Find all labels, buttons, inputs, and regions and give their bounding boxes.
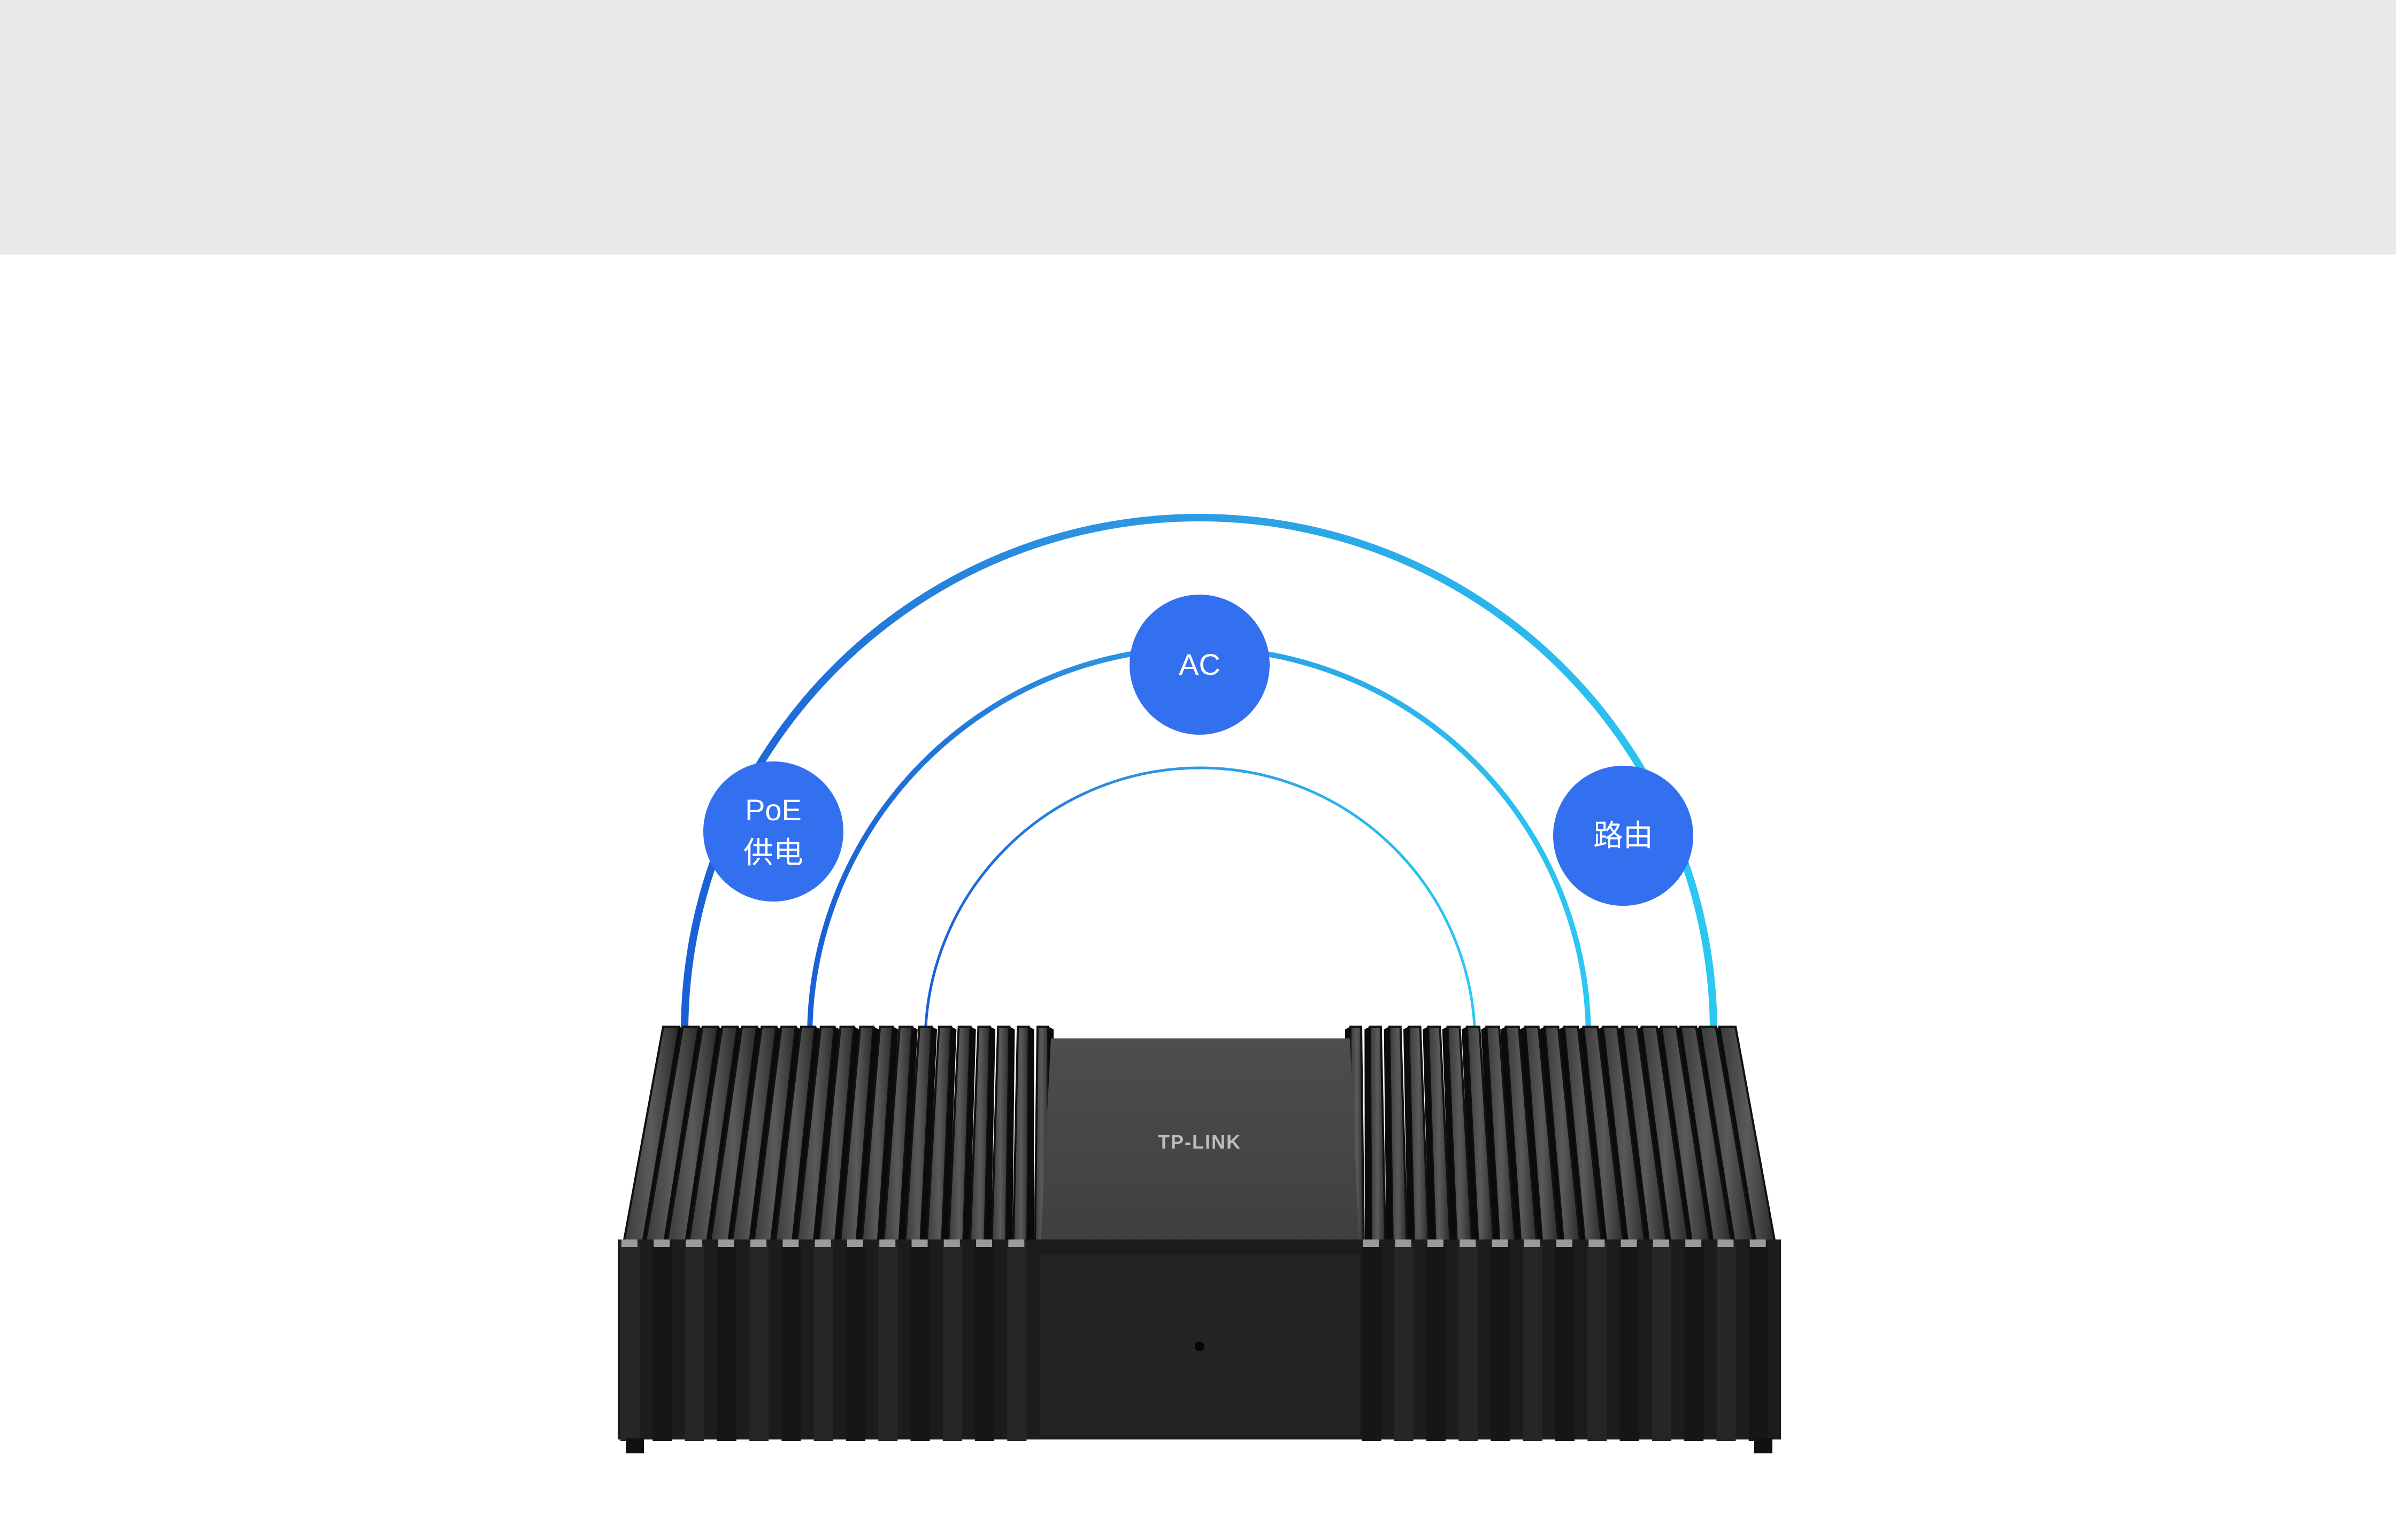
front-ridge-highlight (1363, 1239, 1379, 1247)
front-ridge-highlight (782, 1239, 799, 1247)
front-ridge-highlight (1653, 1239, 1669, 1247)
front-ridge (1458, 1243, 1478, 1441)
front-ridge-highlight (1588, 1239, 1605, 1247)
front-ridge-highlight (976, 1239, 993, 1247)
front-ridge (1362, 1243, 1381, 1441)
fin-left (969, 1026, 996, 1247)
front-ridge-highlight (1395, 1239, 1411, 1247)
badge-poe-line-1: PoE (745, 793, 802, 827)
front-ridge-highlight (654, 1239, 670, 1247)
front-ridge (942, 1243, 962, 1441)
front-ridge-highlight (686, 1239, 702, 1247)
front-ridge-highlight (1008, 1239, 1025, 1247)
front-ridge-highlight (1749, 1239, 1766, 1247)
fin-right (1423, 1026, 1452, 1247)
front-ridge-highlight (1717, 1239, 1734, 1247)
front-ridge-highlight (815, 1239, 831, 1247)
front-ridge (1555, 1243, 1575, 1441)
status-led-icon (1195, 1342, 1204, 1351)
front-ridge (1587, 1243, 1607, 1441)
front-ridge-highlight (879, 1239, 896, 1247)
front-ridge (1748, 1243, 1768, 1441)
front-ridge (1619, 1243, 1639, 1441)
front-ridge (1716, 1243, 1736, 1441)
front-ridge-highlight (1685, 1239, 1702, 1247)
signal-arc-inner (924, 766, 1477, 1043)
front-ridge (620, 1243, 640, 1441)
front-ridge (1394, 1243, 1414, 1441)
device-front-ridges (620, 1239, 1768, 1441)
badge-router: 路由 (1553, 766, 1693, 906)
fin-right (1364, 1026, 1387, 1247)
front-ridge (749, 1243, 769, 1441)
front-ridge-highlight (621, 1239, 638, 1247)
device-top-fins-left (621, 1026, 1055, 1247)
front-ridge (975, 1243, 995, 1441)
front-ridge (846, 1243, 865, 1441)
front-ridge-highlight (1460, 1239, 1476, 1247)
front-ridge (910, 1243, 930, 1441)
fin-left (990, 1026, 1015, 1247)
front-ridge-highlight (1556, 1239, 1573, 1247)
front-ridge (1684, 1243, 1704, 1441)
front-ridge-highlight (1427, 1239, 1443, 1247)
front-ridge-highlight (847, 1239, 863, 1247)
top-gray-band (0, 0, 2396, 255)
device-foot-right (1754, 1438, 1772, 1453)
device-top-panel (1040, 1038, 1360, 1254)
front-ridge (685, 1243, 704, 1441)
badge-poe: PoE 供电 (703, 761, 843, 902)
badge-ac: AC (1130, 595, 1270, 735)
front-ridge (652, 1243, 672, 1441)
brand-logo: TP-LINK (1158, 1131, 1241, 1153)
fin-right (1384, 1026, 1409, 1247)
fin-right (1403, 1026, 1430, 1247)
front-ridge-highlight (750, 1239, 767, 1247)
badge-ac-line-1: AC (1179, 648, 1220, 681)
front-ridge (1007, 1243, 1027, 1441)
front-ridge-highlight (1492, 1239, 1508, 1247)
fin-left (1012, 1026, 1034, 1247)
front-ridge (878, 1243, 898, 1441)
front-ridge-highlight (911, 1239, 928, 1247)
front-ridge (1491, 1243, 1510, 1441)
front-ridge-highlight (718, 1239, 734, 1247)
front-ridge (1523, 1243, 1542, 1441)
front-ridge (781, 1243, 801, 1441)
device-foot-left (626, 1438, 644, 1453)
device-top-fins-right (1343, 1026, 1777, 1247)
front-ridge (717, 1243, 736, 1441)
front-ridge (813, 1243, 833, 1441)
front-ridge-highlight (1621, 1239, 1637, 1247)
badge-poe-line-2: 供电 (743, 836, 803, 869)
front-ridge (1426, 1243, 1446, 1441)
front-ridge-highlight (943, 1239, 960, 1247)
badge-router-line-1: 路由 (1593, 819, 1653, 852)
front-ridge (1652, 1243, 1671, 1441)
front-ridge-highlight (1524, 1239, 1540, 1247)
